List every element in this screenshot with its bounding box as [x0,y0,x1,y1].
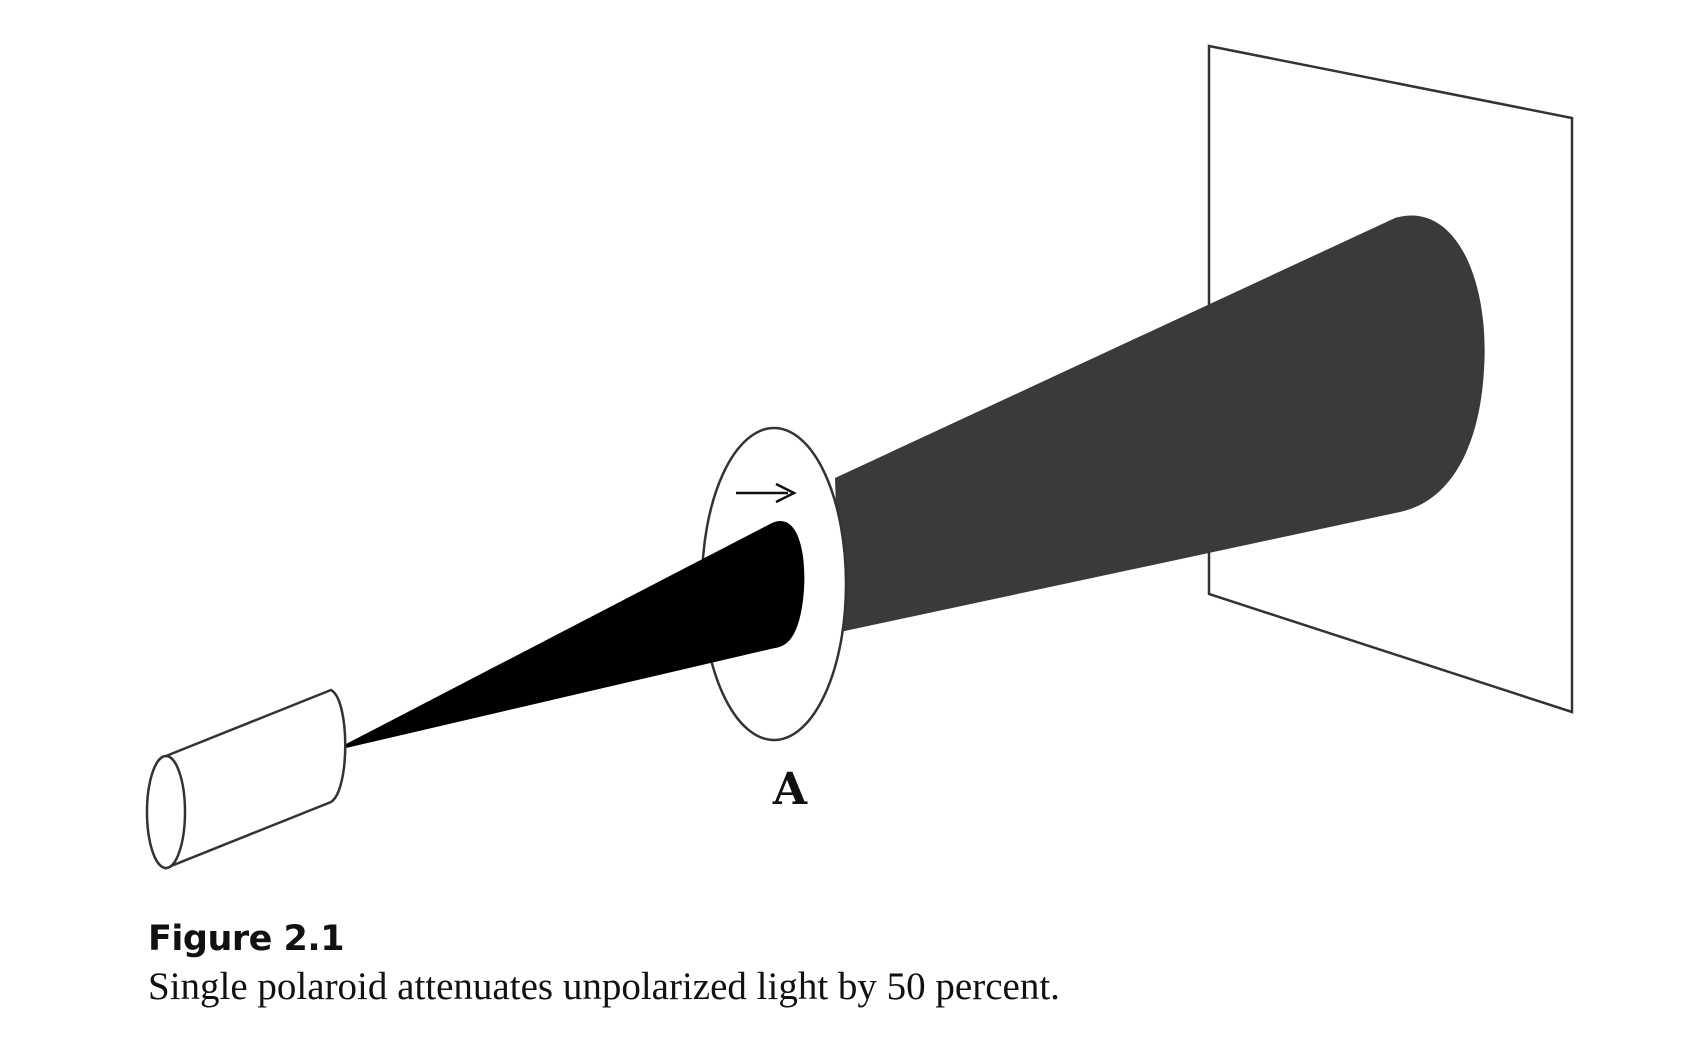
polaroid-label: A [772,764,808,815]
light-source-body [164,688,347,870]
transmitted-beam [835,215,1485,633]
light-source [145,688,347,870]
light-source-aperture [145,754,187,870]
caption-text: Single polaroid attenuates unpolarized l… [148,965,1060,1008]
polarization-axis-arrow [736,482,797,504]
figure-caption: Figure 2.1 Single polaroid attenuates un… [148,918,1448,1010]
caption-title: Figure 2.1 [148,919,345,959]
incident-beam [346,521,805,748]
